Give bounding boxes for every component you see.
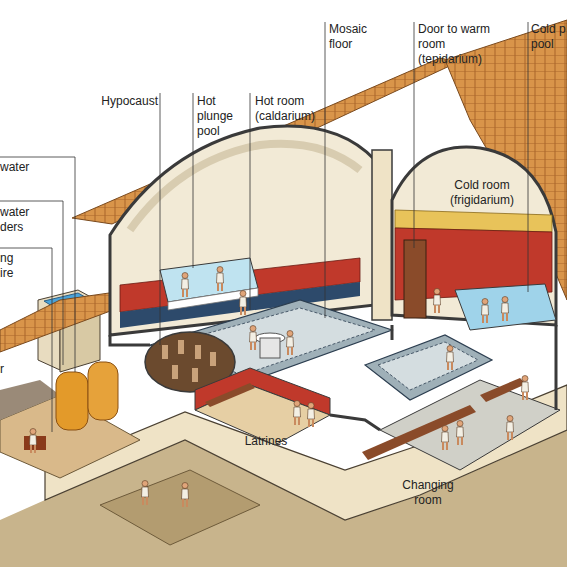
callout-label: ng ire xyxy=(0,251,16,281)
bather xyxy=(287,331,294,356)
bather xyxy=(457,421,464,446)
callout-label: Door to warm room (tepidarium) xyxy=(418,22,498,67)
callout-label: Cold p pool xyxy=(531,22,567,52)
callout-label: Hot room (caldarium) xyxy=(255,94,327,124)
leader-line xyxy=(414,22,415,248)
water-cylinder xyxy=(56,372,88,430)
changing-bench xyxy=(362,405,476,460)
wood-pile xyxy=(0,380,60,420)
bather xyxy=(250,326,257,351)
pillar xyxy=(178,340,184,354)
mosaic-inner xyxy=(378,342,478,390)
worker xyxy=(182,483,189,508)
bather xyxy=(502,297,509,322)
bather xyxy=(308,403,315,428)
leader-line xyxy=(0,157,75,372)
bather xyxy=(182,273,189,298)
labrum-stand xyxy=(260,338,280,358)
pillar xyxy=(162,345,168,359)
leader-line xyxy=(193,93,194,268)
worker xyxy=(142,481,149,506)
vault-shadow xyxy=(130,144,360,230)
caldarium-vault xyxy=(110,126,375,335)
bather xyxy=(507,416,514,441)
door xyxy=(404,240,426,318)
leader-line xyxy=(160,93,161,345)
bather xyxy=(447,346,454,371)
pillar xyxy=(195,345,201,359)
pillar xyxy=(172,365,178,379)
latrine-bench xyxy=(205,383,255,407)
water-cylinder xyxy=(88,362,118,420)
leader-lines xyxy=(0,22,528,432)
callout-label: water ders xyxy=(0,205,31,235)
callout-label: Mosaic floor xyxy=(329,22,374,52)
pillar xyxy=(192,368,198,382)
bather xyxy=(482,299,489,324)
callout-label: water xyxy=(0,160,40,175)
bather xyxy=(442,426,449,451)
leader-line xyxy=(250,93,251,310)
bather xyxy=(240,291,247,316)
cold-plunge-pool xyxy=(455,284,556,330)
wall-outline xyxy=(110,325,556,430)
pillar xyxy=(210,352,216,366)
bather xyxy=(217,267,224,292)
leader-line xyxy=(325,22,326,318)
hypocaust-pillars xyxy=(162,340,216,382)
leader-line xyxy=(528,22,529,292)
changing-floor xyxy=(380,380,560,470)
bather xyxy=(294,401,301,426)
bather xyxy=(522,376,529,401)
trench xyxy=(100,470,260,545)
leader-line xyxy=(0,248,52,432)
callout-label: Latrines xyxy=(238,434,294,449)
dividing-wall xyxy=(372,150,392,320)
bather xyxy=(434,289,441,314)
leader-line xyxy=(0,201,63,365)
slave xyxy=(30,429,37,454)
callout-label: Hot plunge pool xyxy=(197,94,241,139)
callout-label: Changing room xyxy=(398,478,458,508)
callout-label: Cold room (frigidarium) xyxy=(436,178,528,208)
changing-bench xyxy=(480,378,526,402)
callout-label: r xyxy=(0,362,10,377)
callout-label: Hypocaust xyxy=(96,94,158,109)
